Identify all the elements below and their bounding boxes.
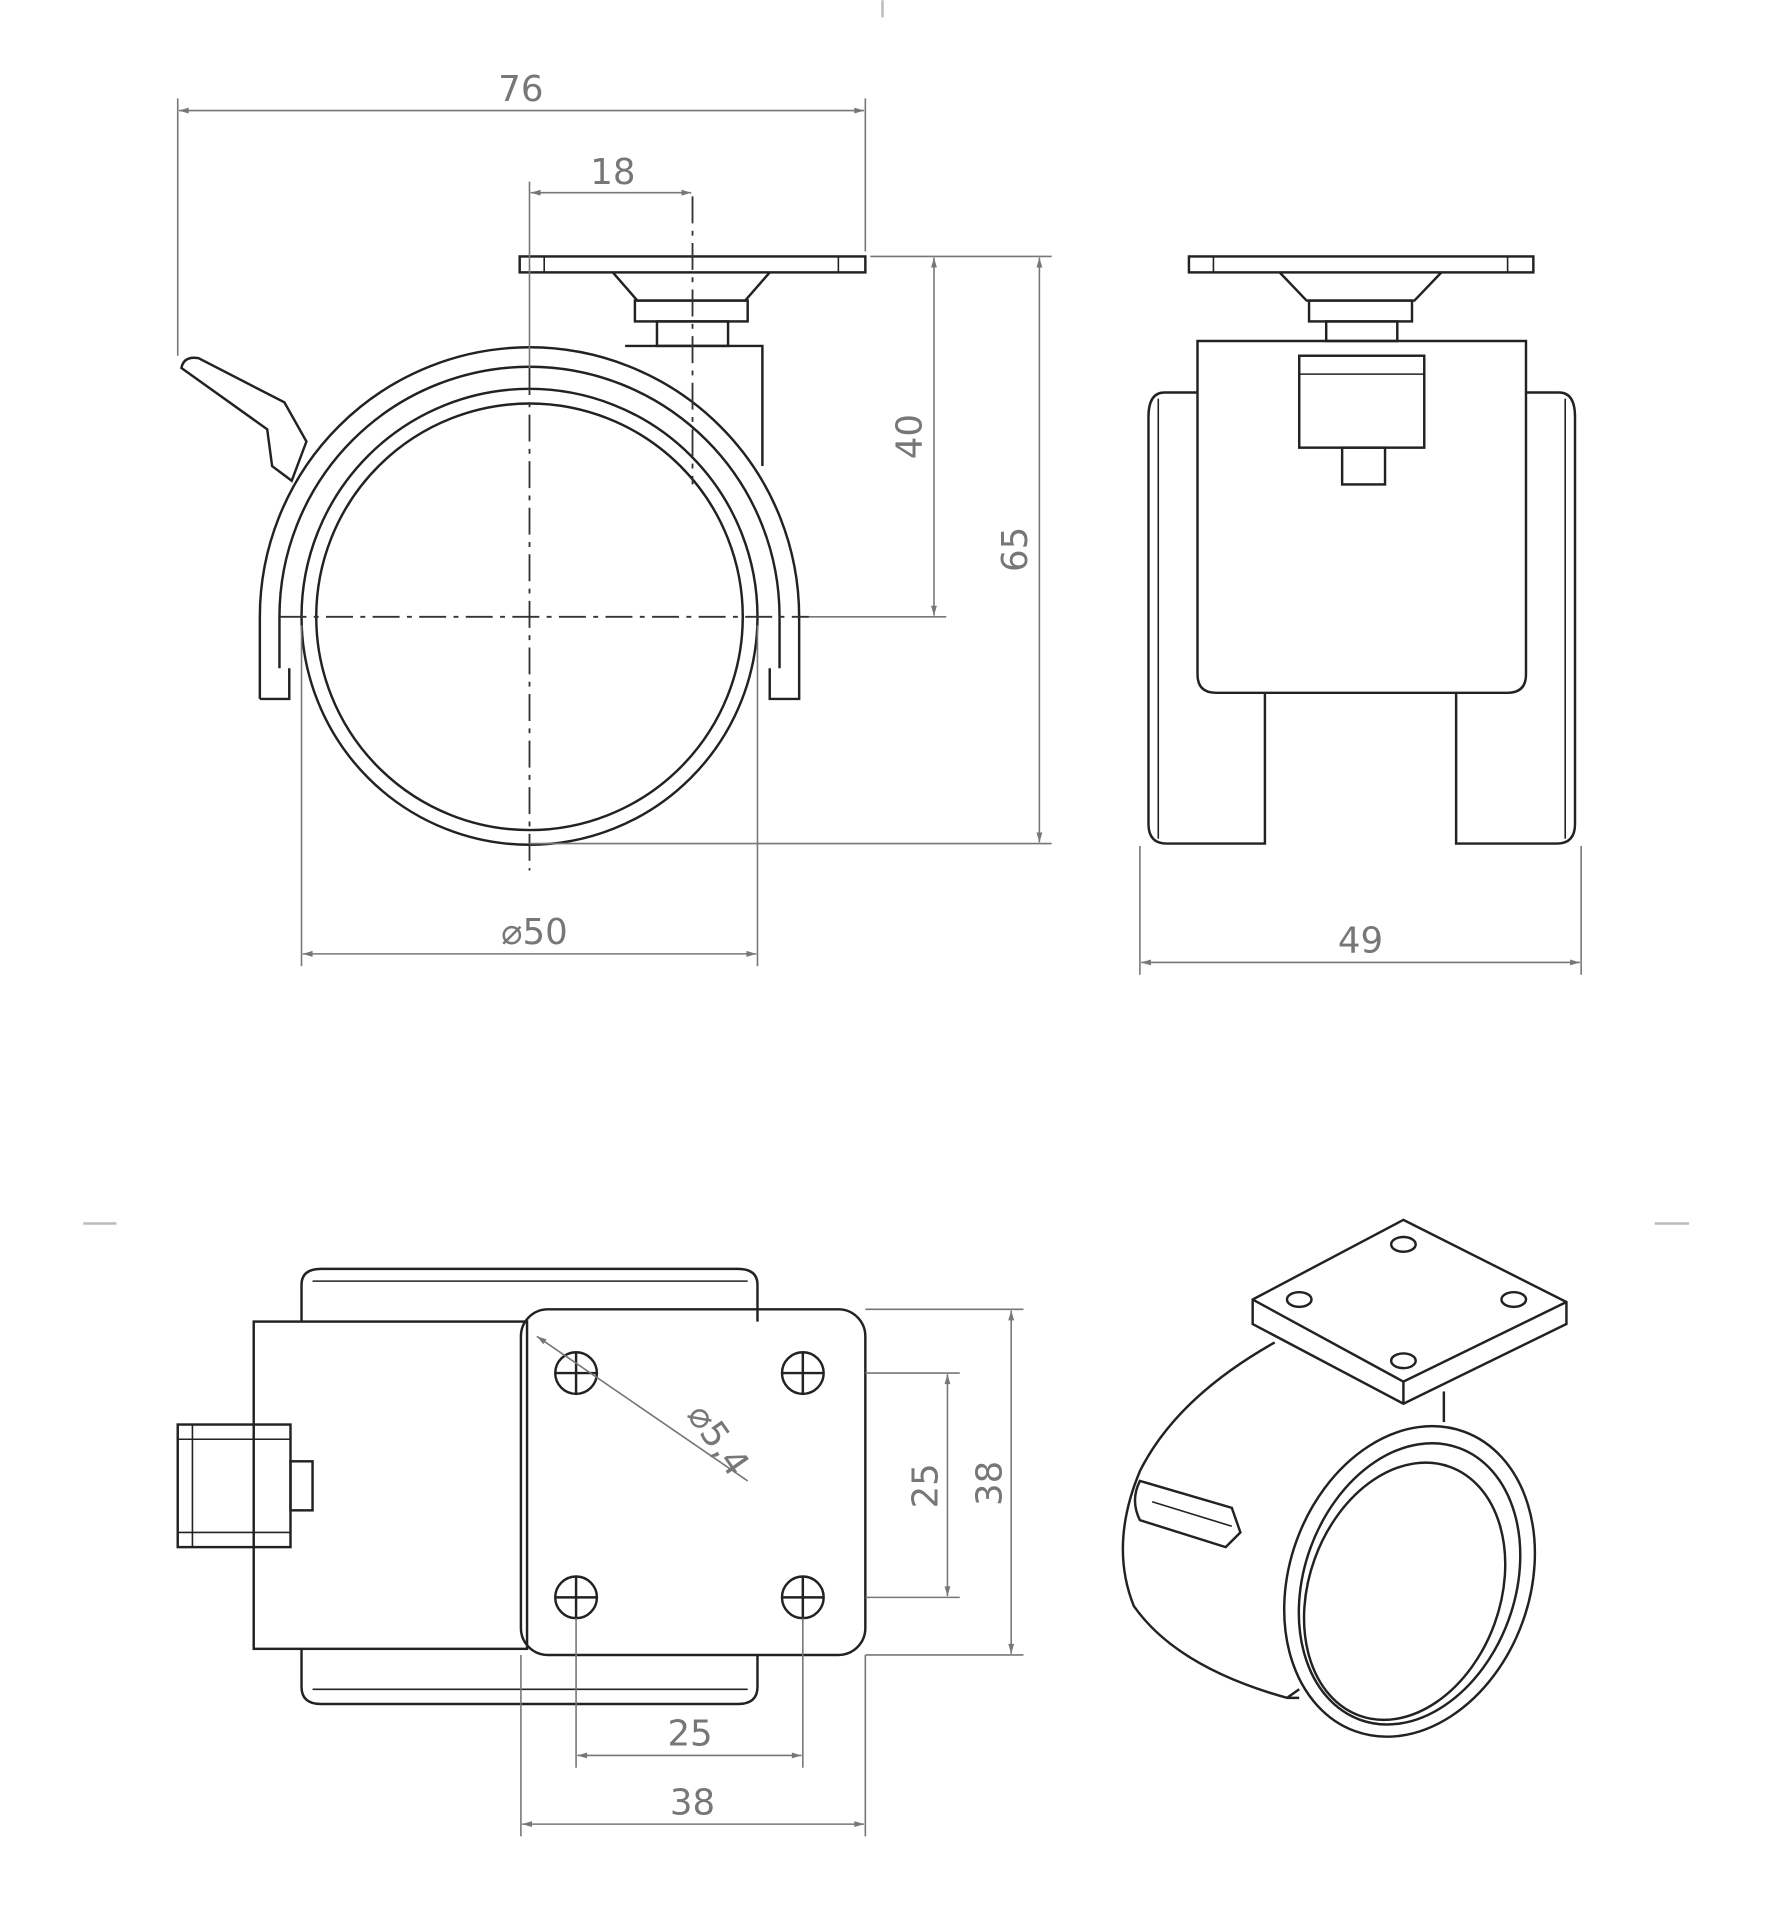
dim-hole-diameter-5-4: ⌀5,4 [679, 1396, 757, 1483]
dim-overall-width-76: 76 [498, 69, 543, 110]
dim-side-width-49: 49 [1338, 921, 1383, 962]
isometric-view [1121, 1218, 1568, 1738]
bottom-view-dimensions: ⌀5,4 25 38 25 38 [520, 1308, 1024, 1837]
dim-plate-size-horizontal-38: 38 [670, 1782, 715, 1823]
sheet-center-marks [83, 0, 1690, 1225]
dim-hole-spacing-vertical-25: 25 [906, 1463, 947, 1508]
dim-plate-offset-18: 18 [590, 152, 635, 193]
dim-hole-spacing-horizontal-25: 25 [667, 1714, 712, 1755]
front-view-dimensions: 76 18 40 65 ⌀50 [176, 69, 1052, 967]
bottom-view [176, 1267, 867, 1706]
dim-axle-height-40: 40 [890, 414, 931, 459]
dim-plate-size-vertical-38: 38 [969, 1461, 1010, 1506]
dim-total-height-65: 65 [995, 527, 1036, 572]
dim-wheel-diameter-50: ⌀50 [501, 912, 568, 953]
side-view [1147, 255, 1577, 845]
mounting-holes [554, 1350, 825, 1620]
front-view [180, 196, 867, 871]
side-view-dimensions: 49 [1139, 846, 1582, 975]
